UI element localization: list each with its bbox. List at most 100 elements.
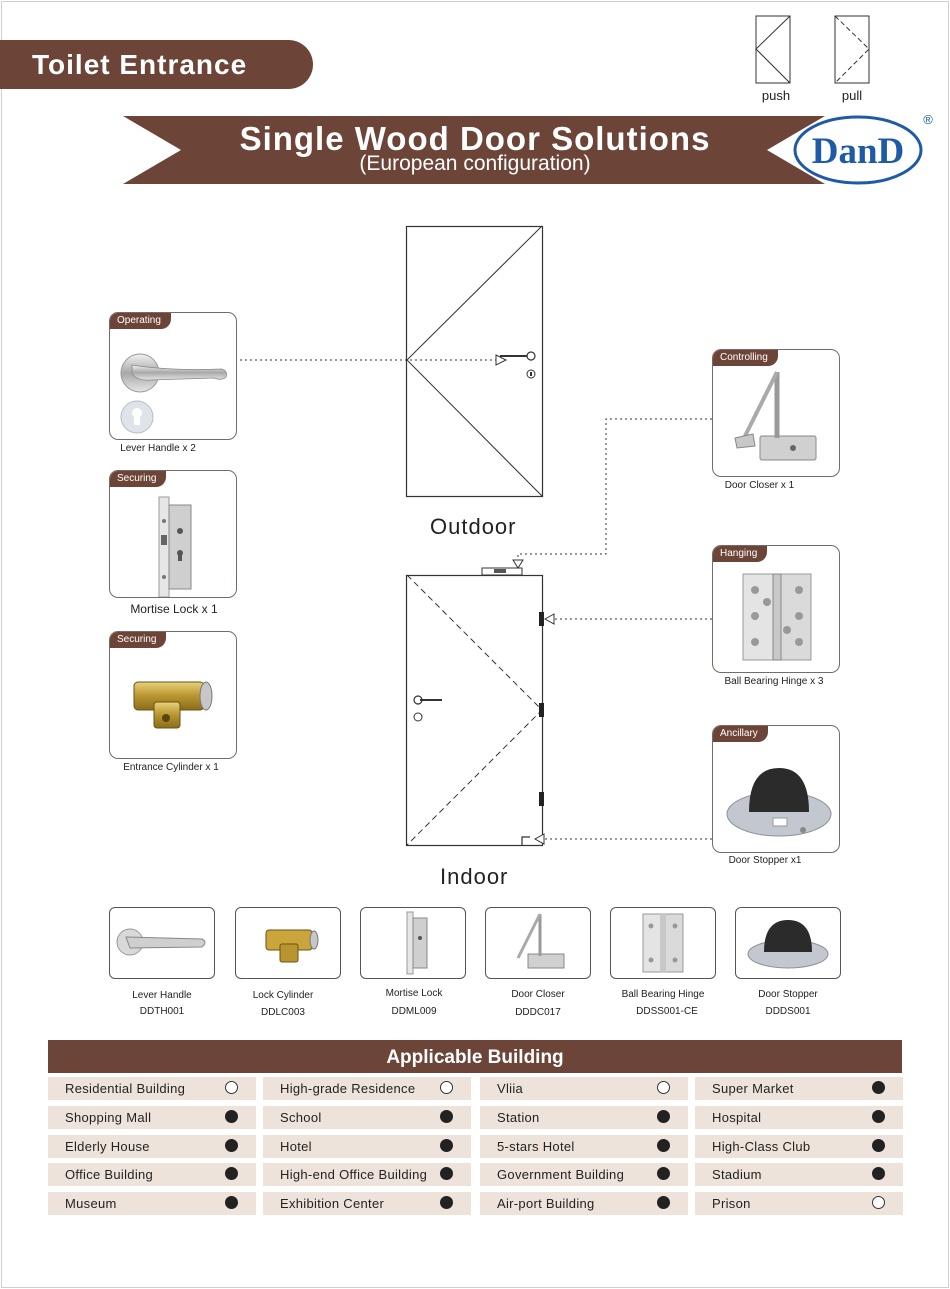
- building-label: High-grade Residence: [280, 1081, 416, 1096]
- applicable-dot-filled: [657, 1196, 670, 1209]
- card-tag: Controlling: [713, 350, 778, 366]
- mortise-lock-caption: Mortise Lock x 1: [130, 602, 218, 616]
- door-closer-card: Controlling: [712, 349, 840, 477]
- door-stopper-caption: Door Stopper x1: [728, 855, 802, 866]
- banner-title: Single Wood Door Solutions: [239, 120, 711, 157]
- building-label: Office Building: [65, 1167, 154, 1182]
- door-closer-caption: Door Closer x 1: [724, 480, 795, 491]
- product-code: DDSS001-CE: [636, 1006, 698, 1017]
- mortise-lock-card: Securing: [109, 470, 237, 598]
- building-label: Residential Building: [65, 1081, 186, 1096]
- building-label: School: [280, 1110, 322, 1125]
- building-label: Hotel: [280, 1139, 312, 1154]
- building-label: Exhibition Center: [280, 1196, 385, 1211]
- cylinder-icon: [133, 681, 213, 729]
- building-label: Station: [497, 1110, 540, 1125]
- applicable-dot-filled: [440, 1167, 453, 1180]
- dand-logo: DanD ®: [793, 112, 933, 185]
- building-cell: High-grade Residence: [263, 1077, 471, 1100]
- applicable-dot-filled: [872, 1081, 885, 1094]
- outdoor-label: Outdoor: [430, 514, 517, 539]
- building-cell: Super Market: [695, 1077, 903, 1100]
- applicable-dot-filled: [440, 1139, 453, 1152]
- registered-mark: ®: [923, 112, 933, 127]
- applicable-dot-filled: [225, 1196, 238, 1209]
- hinge-icon: [642, 913, 684, 973]
- lever-handle-icon: [116, 928, 206, 956]
- indoor-door: [405, 567, 544, 847]
- product-thumb-lever: [109, 907, 215, 979]
- product-thumb-hinge: [610, 907, 716, 979]
- applicable-dot-filled: [872, 1110, 885, 1123]
- building-label: Super Market: [712, 1081, 794, 1096]
- product-name: Mortise Lock: [385, 988, 443, 999]
- door-stopper-icon: [747, 920, 829, 969]
- pull-label: pull: [841, 88, 863, 103]
- hinge-icon: [742, 573, 812, 661]
- building-label: Vliia: [497, 1081, 524, 1096]
- pull-icon: [834, 15, 870, 84]
- product-name: Lock Cylinder: [252, 990, 314, 1001]
- push-label: push: [761, 88, 791, 103]
- applicable-dot-filled: [225, 1139, 238, 1152]
- building-label: High-Class Club: [712, 1139, 811, 1154]
- logo-text: DanD: [812, 131, 905, 172]
- building-cell: Station: [480, 1106, 688, 1129]
- cylinder-icon: [265, 929, 319, 963]
- applicable-dot-filled: [225, 1110, 238, 1123]
- hinge-card: Hanging: [712, 545, 840, 673]
- building-cell: Office Building: [48, 1163, 256, 1186]
- card-tag: Ancillary: [713, 726, 768, 742]
- lever-handle-caption: Lever Handle x 2: [120, 443, 196, 454]
- entrance-cylinder-caption: Entrance Cylinder x 1: [123, 762, 219, 773]
- door-closer-icon: [734, 371, 817, 461]
- building-cell: Elderly House: [48, 1135, 256, 1158]
- building-label: High-end Office Building: [280, 1167, 428, 1182]
- product-thumb-mortise: [360, 907, 466, 979]
- building-cell: Hospital: [695, 1106, 903, 1129]
- mortise-lock-icon: [158, 496, 192, 597]
- applicable-dot-filled: [225, 1167, 238, 1180]
- building-cell: Hotel: [263, 1135, 471, 1158]
- applicable-dot-filled: [440, 1196, 453, 1209]
- push-pull-icons: [755, 15, 870, 84]
- product-code: DDTH001: [139, 1006, 185, 1017]
- applicable-dot-empty: [440, 1081, 453, 1094]
- card-tag: Securing: [110, 471, 167, 487]
- applicable-building-title: Applicable Building: [48, 1040, 902, 1073]
- building-cell: Residential Building: [48, 1077, 256, 1100]
- lever-handle-card: Operating: [109, 312, 237, 440]
- building-label: Elderly House: [65, 1139, 150, 1154]
- outdoor-door: [405, 225, 544, 498]
- outdoor-handle-icon: [500, 351, 536, 379]
- product-thumb-cylinder: [235, 907, 341, 979]
- product-thumb-stopper: [735, 907, 841, 979]
- card-tag: Securing: [110, 632, 167, 648]
- building-cell: Exhibition Center: [263, 1192, 471, 1215]
- building-cell: High-Class Club: [695, 1135, 903, 1158]
- door-stopper-card: Ancillary: [712, 725, 840, 853]
- building-label: 5-stars Hotel: [497, 1139, 575, 1154]
- building-cell: Vliia: [480, 1077, 688, 1100]
- banner-ribbon: [123, 116, 825, 184]
- product-thumb-closer: [485, 907, 591, 979]
- applicable-dot-filled: [657, 1110, 670, 1123]
- building-cell: Government Building: [480, 1163, 688, 1186]
- mortise-lock-icon: [406, 911, 428, 975]
- product-name: Ball Bearing Hinge: [621, 989, 705, 1000]
- building-label: Museum: [65, 1196, 117, 1211]
- stopper-mark: [521, 836, 530, 845]
- applicable-dot-empty: [657, 1081, 670, 1094]
- building-label: Shopping Mall: [65, 1110, 152, 1125]
- applicable-dot-empty: [225, 1081, 238, 1094]
- product-name: Lever Handle: [132, 990, 192, 1001]
- product-code: DDML009: [391, 1006, 437, 1017]
- door-stopper-icon: [726, 768, 832, 837]
- applicable-dot-filled: [872, 1139, 885, 1152]
- building-cell: Air-port Building: [480, 1192, 688, 1215]
- card-tag: Operating: [110, 313, 171, 329]
- product-code: DDDS001: [765, 1006, 811, 1017]
- hinge-mark-top: [539, 612, 544, 626]
- building-cell: Prison: [695, 1192, 903, 1215]
